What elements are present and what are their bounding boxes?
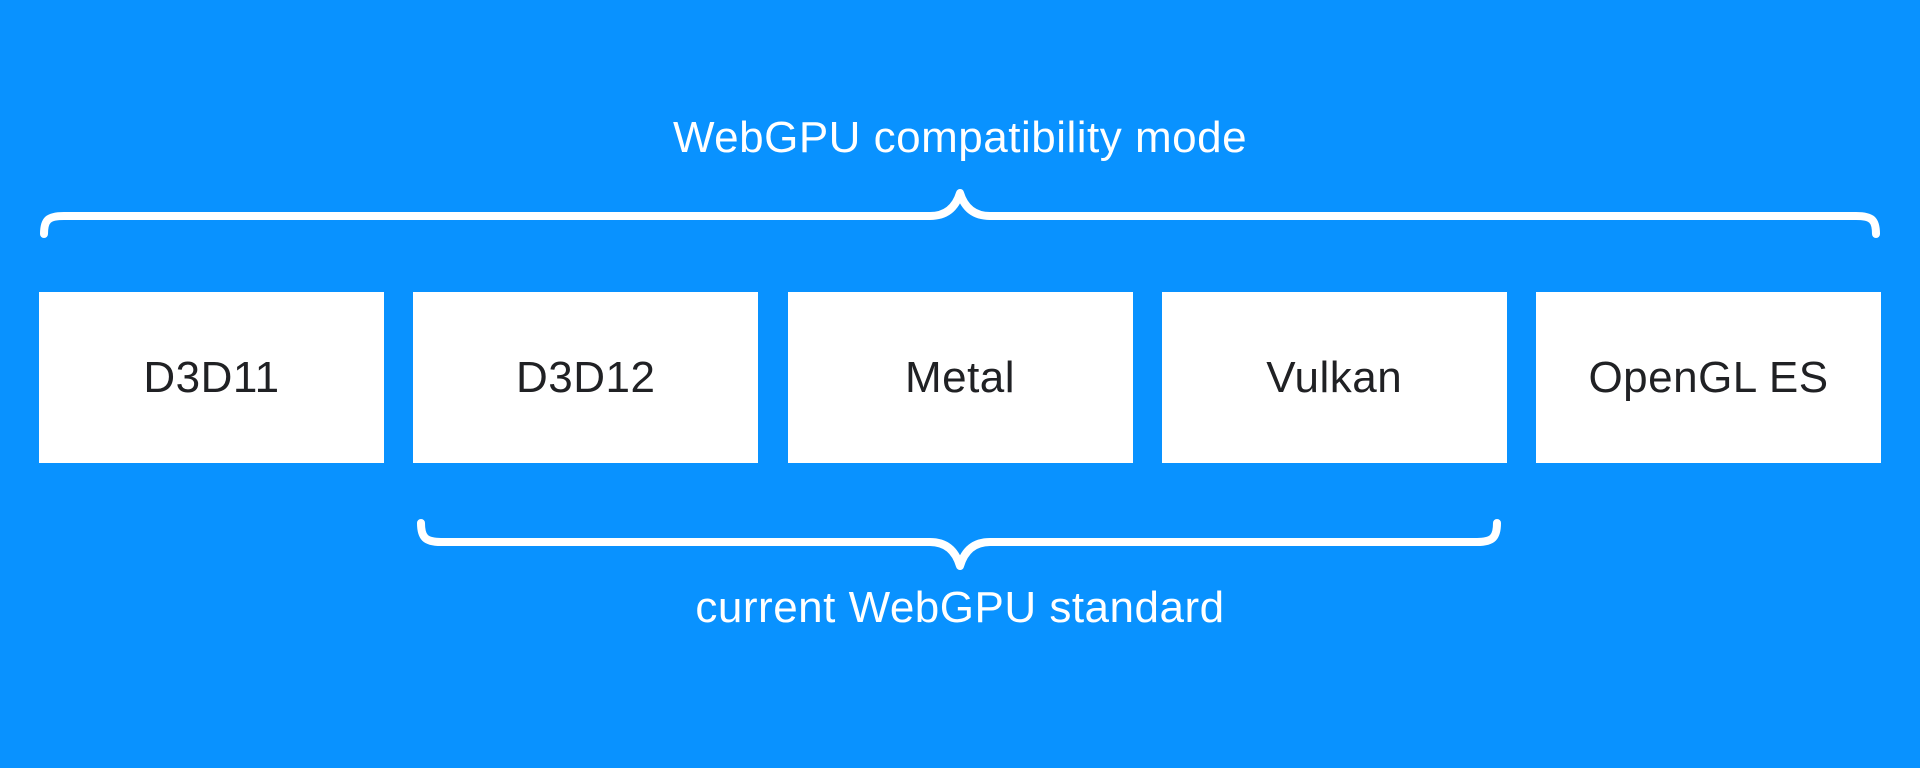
- api-box-opengl-es: OpenGL ES: [1536, 292, 1881, 463]
- api-box-label: Metal: [904, 352, 1016, 402]
- top-brace-label: WebGPU compatibility mode: [672, 113, 1248, 162]
- api-box-label: Vulkan: [1266, 352, 1403, 402]
- api-box-label: OpenGL ES: [1588, 352, 1829, 402]
- api-box-d3d12: D3D12: [413, 292, 759, 463]
- api-box-d3d11: D3D11: [39, 292, 384, 463]
- api-box-metal: Metal: [787, 292, 1133, 463]
- api-box-label: D3D11: [143, 352, 280, 402]
- bottom-brace-label: current WebGPU standard: [695, 583, 1225, 632]
- api-box-label: D3D12: [516, 352, 656, 402]
- top-brace: [40, 189, 1880, 238]
- api-box-vulkan: Vulkan: [1161, 292, 1507, 463]
- api-boxes-row: D3D11 D3D12 Metal Vulkan OpenGL ES: [39, 292, 1881, 463]
- bottom-brace: [417, 519, 1501, 570]
